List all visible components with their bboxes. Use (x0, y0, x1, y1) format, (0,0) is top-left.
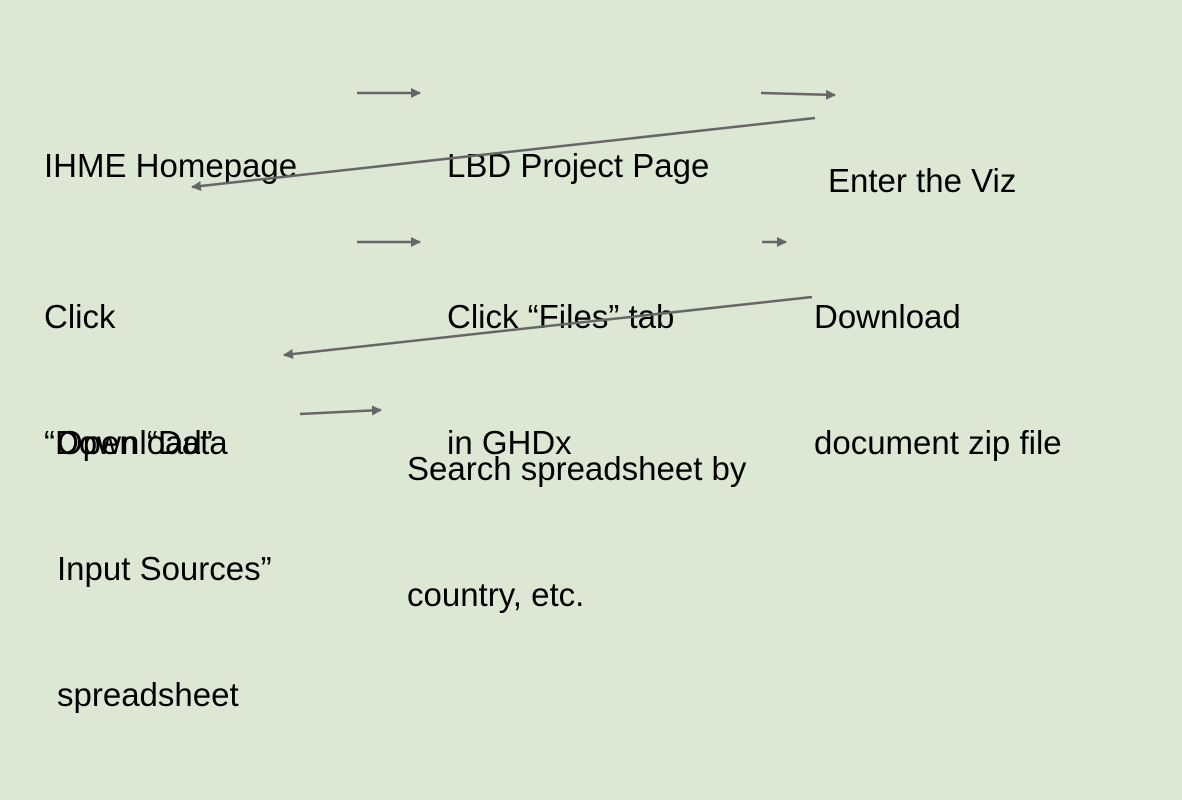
step-download-zip: Download document zip file (814, 212, 1062, 548)
step-label: Download (814, 298, 961, 335)
flow-diagram: IHME Homepage LBD Project Page Enter the… (44, 61, 1062, 713)
connector-arrows (191, 88, 836, 416)
step-label: “Download” (44, 424, 213, 461)
step-label: Input Sources” (57, 550, 272, 587)
step-label: document zip file (814, 424, 1062, 461)
arrow-open-to-search (299, 405, 382, 416)
step-label: in GHDx (447, 424, 572, 461)
arrow-viz-to-download (191, 116, 816, 191)
step-enter-the-viz: Enter the Viz (828, 76, 1016, 286)
step-label: country, etc. (407, 576, 585, 613)
step-label: Enter the Viz (828, 162, 1017, 199)
step-label: Click (44, 298, 116, 335)
step-click-files-tab: Click “Files” tab in GHDx (447, 212, 674, 548)
step-label: LBD Project Page (447, 147, 710, 184)
step-lbd-project-page: LBD Project Page (447, 61, 709, 271)
step-label: Search spreadsheet by (407, 450, 747, 487)
arrow-lbd-to-viz (760, 89, 836, 100)
step-click-download: Click “Download” (44, 212, 213, 548)
arrow-zip-to-open (283, 295, 813, 359)
step-label: Open “Data (57, 424, 228, 461)
step-label: spreadsheet (57, 676, 239, 713)
